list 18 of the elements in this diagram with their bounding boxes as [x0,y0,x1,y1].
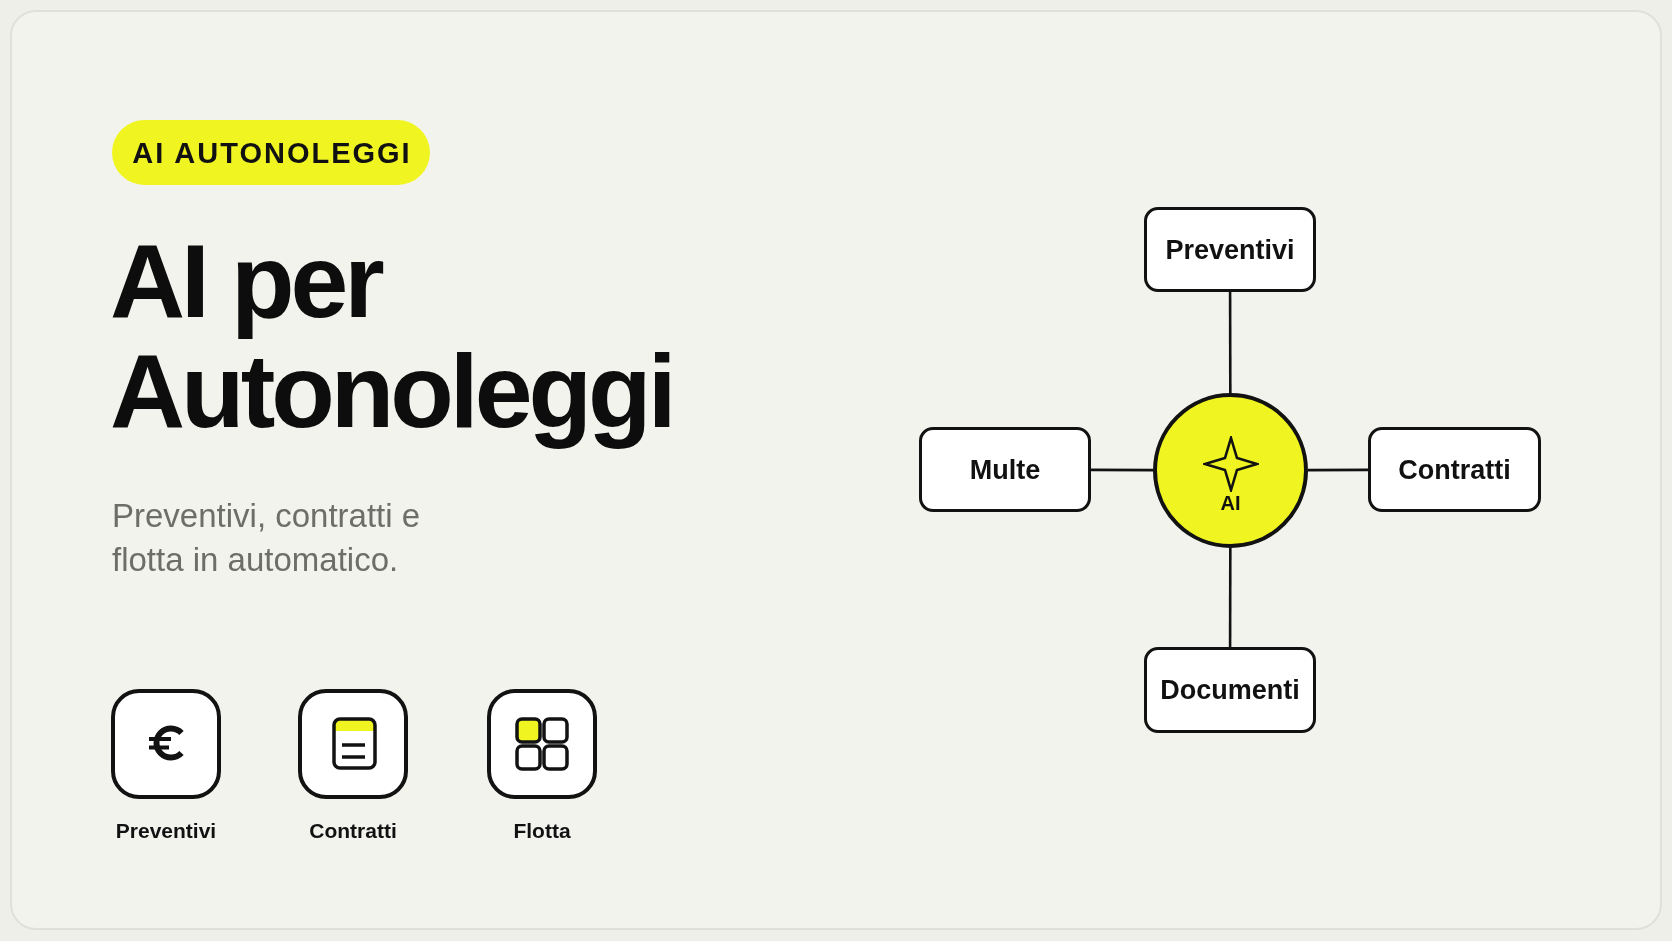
topic-box [1144,207,1316,292]
badge-label: AI AUTONOLEGGI [131,135,412,170]
icon-caption: Contratti [308,819,398,843]
connector-line [1308,468,1368,472]
box-label: Preventivi [1165,233,1295,266]
subtitle-text: Preventivi, contratti e flotta in automatico. [112,496,422,580]
box-label: Multe [969,453,1041,486]
box-label: Contratti [1398,453,1511,486]
topic-box [1368,427,1541,512]
hub-label: AI [1219,493,1242,513]
connector-line [1228,548,1232,647]
icon-caption: Flotta [512,819,572,843]
topic-box [1144,647,1316,733]
box-label: Documenti [1160,674,1300,706]
icon-caption: Preventivi [114,819,218,843]
topic-box [919,427,1091,512]
connector-line [1091,468,1153,472]
connector-line [1228,292,1232,393]
